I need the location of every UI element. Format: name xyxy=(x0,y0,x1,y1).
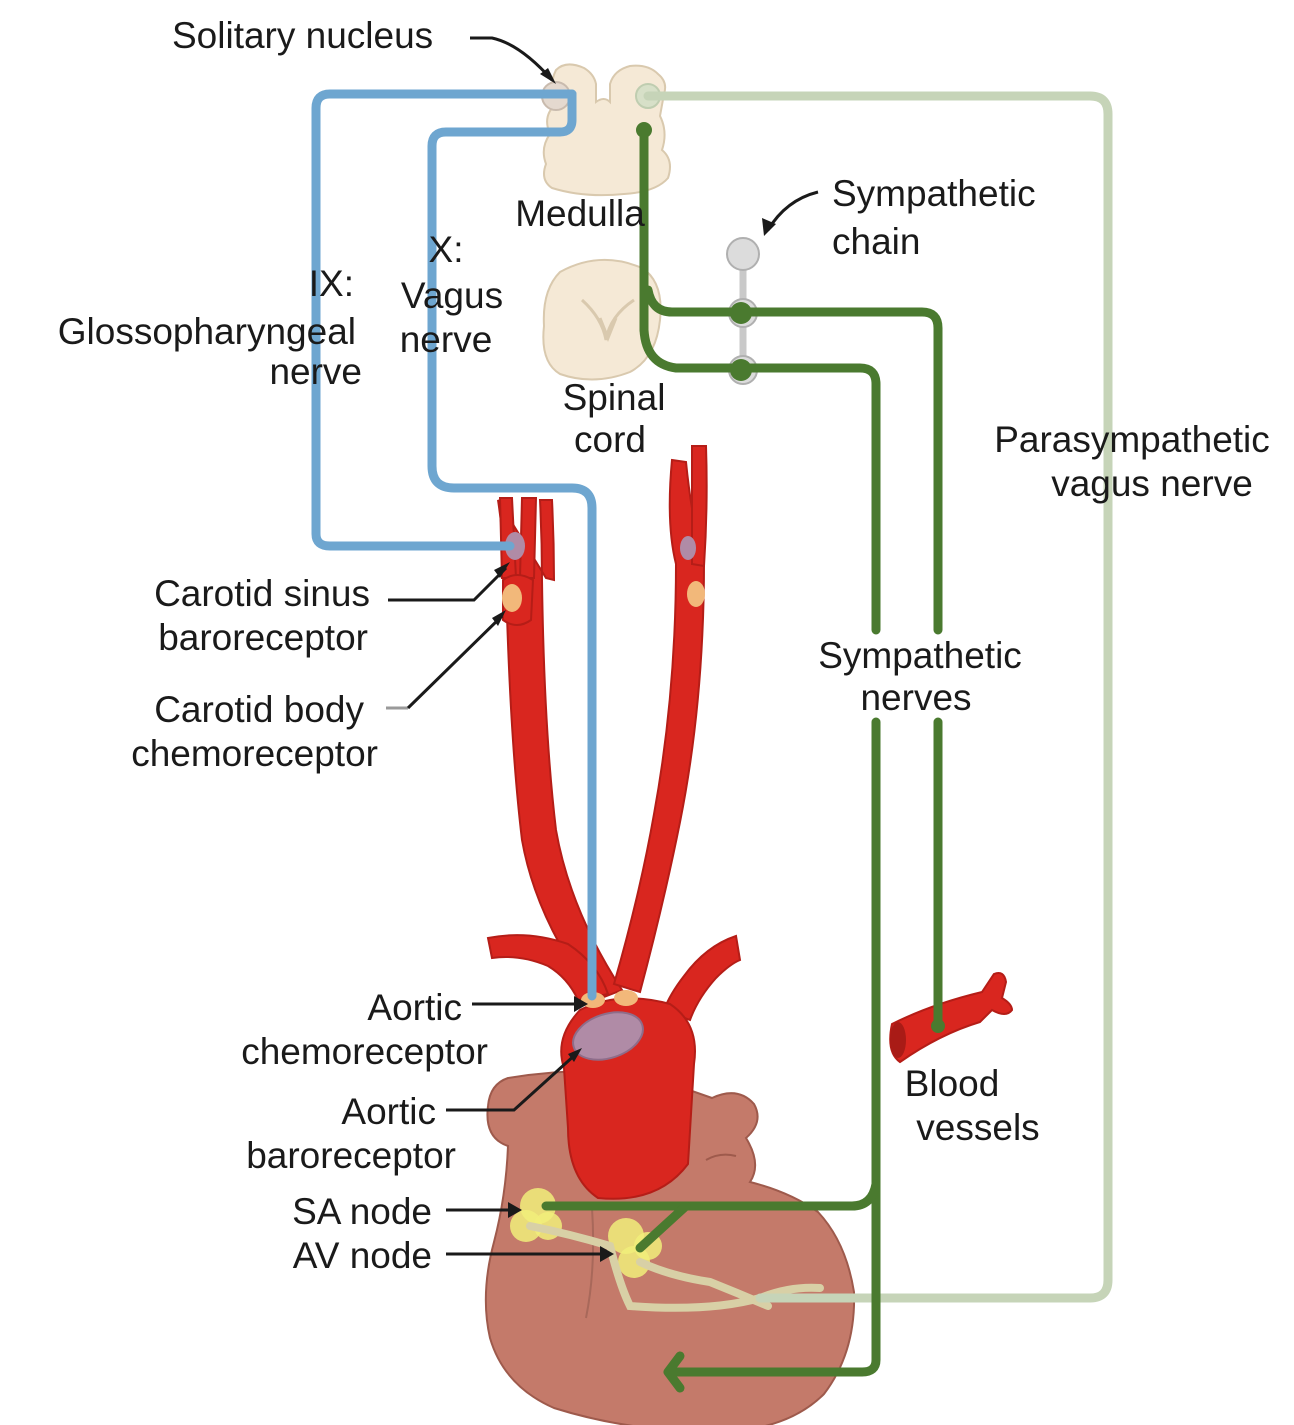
label-parasympathetic-1: Parasympathetic xyxy=(994,419,1270,460)
label-blood-vessels-2: vessels xyxy=(916,1107,1039,1148)
label-medulla: Medulla xyxy=(515,193,645,234)
label-sympathetic-nerves-1: Sympathetic xyxy=(818,635,1022,676)
label-av-node: AV node xyxy=(293,1235,432,1276)
label-aortic-baroreceptor-2: baroreceptor xyxy=(246,1135,456,1176)
label-sympathetic-nerves-2: nerves xyxy=(860,677,971,718)
label-blood-vessels-1: Blood xyxy=(905,1063,1000,1104)
carotid-right xyxy=(614,446,707,992)
label-sa-node: SA node xyxy=(292,1191,432,1232)
label-sympathetic-chain-2: chain xyxy=(832,221,920,262)
label-vagus-1: X: xyxy=(429,229,464,270)
solitary-nucleus-pointer xyxy=(470,38,552,80)
label-glossopharyngeal-1: IX: xyxy=(309,263,354,304)
label-vagus-2: Vagus xyxy=(401,275,503,316)
carotid-left xyxy=(498,498,622,1000)
label-spinal-cord-2: cord xyxy=(574,419,646,460)
label-carotid-body-2: chemoreceptor xyxy=(131,733,378,774)
label-carotid-body-1: Carotid body xyxy=(154,689,364,730)
blood-vessel xyxy=(890,973,1012,1062)
label-aortic-chemoreceptor-1: Aortic xyxy=(367,987,462,1028)
label-carotid-sinus-1: Carotid sinus xyxy=(154,573,370,614)
label-carotid-sinus-2: baroreceptor xyxy=(158,617,368,658)
label-solitary-nucleus: Solitary nucleus xyxy=(172,15,433,56)
label-glossopharyngeal-2: Glossopharyngeal xyxy=(58,311,356,352)
label-glossopharyngeal-3: nerve xyxy=(269,351,362,392)
label-vagus-3: nerve xyxy=(400,319,493,360)
label-aortic-baroreceptor-1: Aortic xyxy=(341,1091,436,1132)
label-parasympathetic-2: vagus nerve xyxy=(1051,463,1253,504)
label-aortic-chemoreceptor-2: chemoreceptor xyxy=(241,1031,488,1072)
label-spinal-cord-1: Spinal xyxy=(563,377,666,418)
carotid-body-chemoreceptor xyxy=(502,584,522,612)
label-sympathetic-chain-1: Sympathetic xyxy=(832,173,1036,214)
